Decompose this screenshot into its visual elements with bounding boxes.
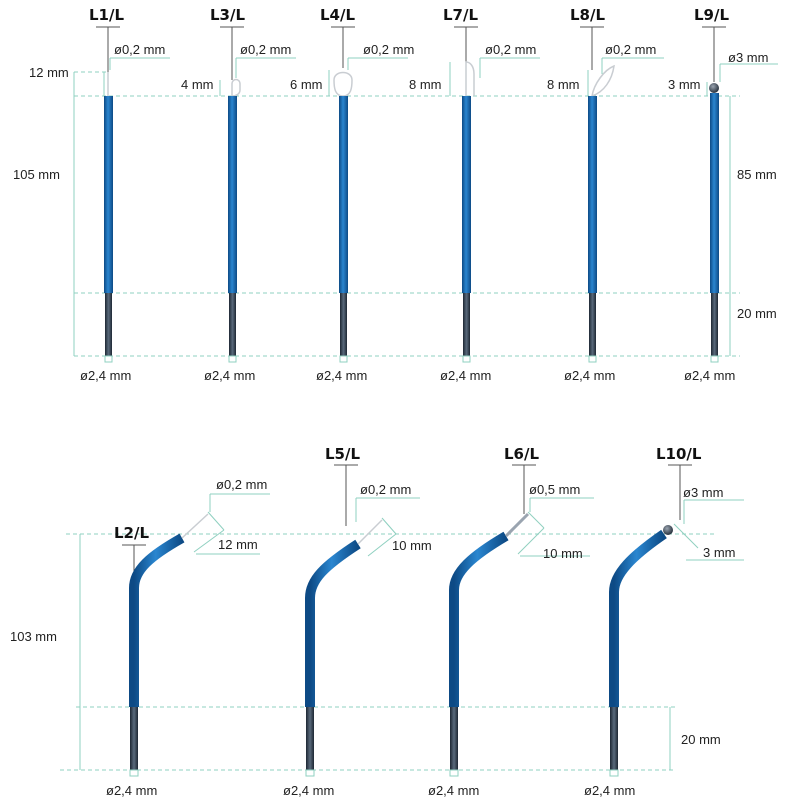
connector-pin — [229, 293, 236, 356]
connector-pin — [711, 293, 718, 356]
electrode-code: L10/L — [656, 445, 702, 463]
tip-diameter: ø0,5 mm — [529, 482, 580, 497]
electrode-code: L6/L — [504, 445, 539, 463]
insulated-shaft — [228, 96, 237, 293]
connector-pin — [105, 293, 112, 356]
tip-diameter: ø0,2 mm — [240, 42, 291, 57]
tip-size: 6 mm — [290, 77, 323, 92]
electrode-code: L7/L — [443, 6, 478, 24]
electrode-l9: L9/L ø3 mm 3 mm ø2,4 mm — [668, 6, 778, 383]
base-diameter: ø2,4 mm — [283, 783, 334, 798]
electrode-code: L9/L — [694, 6, 729, 24]
ball-tip — [663, 525, 673, 535]
electrode-l2: L2/L ø0,2 mm 12 mm ø2,4 mm — [106, 477, 270, 798]
tip-diameter: ø0,2 mm — [114, 42, 165, 57]
connector-pin — [610, 707, 618, 770]
connector-pin — [340, 293, 347, 356]
insulated-shaft — [104, 96, 113, 293]
connector-pin — [306, 707, 314, 770]
insulated-shaft — [129, 533, 185, 707]
bottom-row: 103 mm 20 mm L2/L ø0,2 mm 12 mm ø2,4 mm … — [10, 445, 744, 798]
electrode-l8: L8/L ø0,2 mm 8 mm ø2,4 mm — [547, 6, 664, 383]
base-diameter: ø2,4 mm — [684, 368, 735, 383]
tip-diameter: ø0,2 mm — [605, 42, 656, 57]
insulated-shaft — [710, 93, 719, 293]
top-tip-length-l1: 12 mm — [29, 65, 69, 80]
electrode-code: L8/L — [570, 6, 605, 24]
electrode-code: L4/L — [320, 6, 355, 24]
bottom-overall-length: 103 mm — [10, 629, 57, 644]
electrode-l3: L3/L ø0,2 mm 4 mm ø2,4 mm — [181, 6, 296, 383]
tip-size: 3 mm — [668, 77, 701, 92]
top-row: 12 mm 105 mm 85 mm 20 mm L1/L ø0,2 mm ø2… — [13, 6, 778, 383]
tip-size: 8 mm — [547, 77, 580, 92]
base-diameter: ø2,4 mm — [440, 368, 491, 383]
electrode-l6: L6/L ø0,5 mm 10 mm ø2,4 mm — [428, 445, 594, 798]
insulated-shaft — [449, 531, 509, 707]
electrode-code: L3/L — [210, 6, 245, 24]
electrode-l4: L4/L ø0,2 mm 6 mm ø2,4 mm — [290, 6, 414, 383]
tip-size: 12 mm — [218, 537, 258, 552]
connector-pin — [589, 293, 596, 356]
ball-tip — [709, 83, 719, 93]
base-diameter: ø2,4 mm — [428, 783, 479, 798]
insulated-shaft — [588, 96, 597, 293]
electrode-code: L1/L — [89, 6, 124, 24]
tip-size: 4 mm — [181, 77, 214, 92]
base-diameter: ø2,4 mm — [564, 368, 615, 383]
tip-size: 10 mm — [392, 538, 432, 553]
insulated-shaft — [339, 96, 348, 293]
wire-tip — [504, 512, 530, 538]
insulated-shaft — [609, 529, 667, 707]
electrode-l7: L7/L ø0,2 mm 8 mm ø2,4 mm — [409, 6, 540, 383]
electrode-code: L2/L — [114, 524, 149, 542]
base-diameter: ø2,4 mm — [204, 368, 255, 383]
tip-diameter: ø3 mm — [683, 485, 723, 500]
insulated-shaft — [462, 96, 471, 293]
electrode-l1: L1/L ø0,2 mm ø2,4 mm — [80, 6, 170, 383]
tip-diameter: ø3 mm — [728, 50, 768, 65]
tip-diameter: ø0,2 mm — [360, 482, 411, 497]
tip-size: 10 mm — [543, 546, 583, 561]
base-diameter: ø2,4 mm — [316, 368, 367, 383]
bottom-connector-length: 20 mm — [681, 732, 721, 747]
insulated-shaft — [305, 539, 361, 707]
top-connector-length: 20 mm — [737, 306, 777, 321]
tip-size: 3 mm — [703, 545, 736, 560]
tip-diameter: ø0,2 mm — [485, 42, 536, 57]
electrode-l5: L5/L ø0,2 mm 10 mm ø2,4 mm — [283, 445, 432, 798]
base-diameter: ø2,4 mm — [584, 783, 635, 798]
base-diameter: ø2,4 mm — [80, 368, 131, 383]
electrode-code: L5/L — [325, 445, 360, 463]
tip-diameter: ø0,2 mm — [216, 477, 267, 492]
connector-pin — [130, 707, 138, 770]
top-overall-length: 105 mm — [13, 167, 60, 182]
connector-pin — [463, 293, 470, 356]
connector-pin — [450, 707, 458, 770]
base-diameter: ø2,4 mm — [106, 783, 157, 798]
tip-size: 8 mm — [409, 77, 442, 92]
tip-diameter: ø0,2 mm — [363, 42, 414, 57]
electrode-l10: L10/L ø3 mm 3 mm ø2,4 mm — [584, 445, 744, 798]
top-insulated-length: 85 mm — [737, 167, 777, 182]
